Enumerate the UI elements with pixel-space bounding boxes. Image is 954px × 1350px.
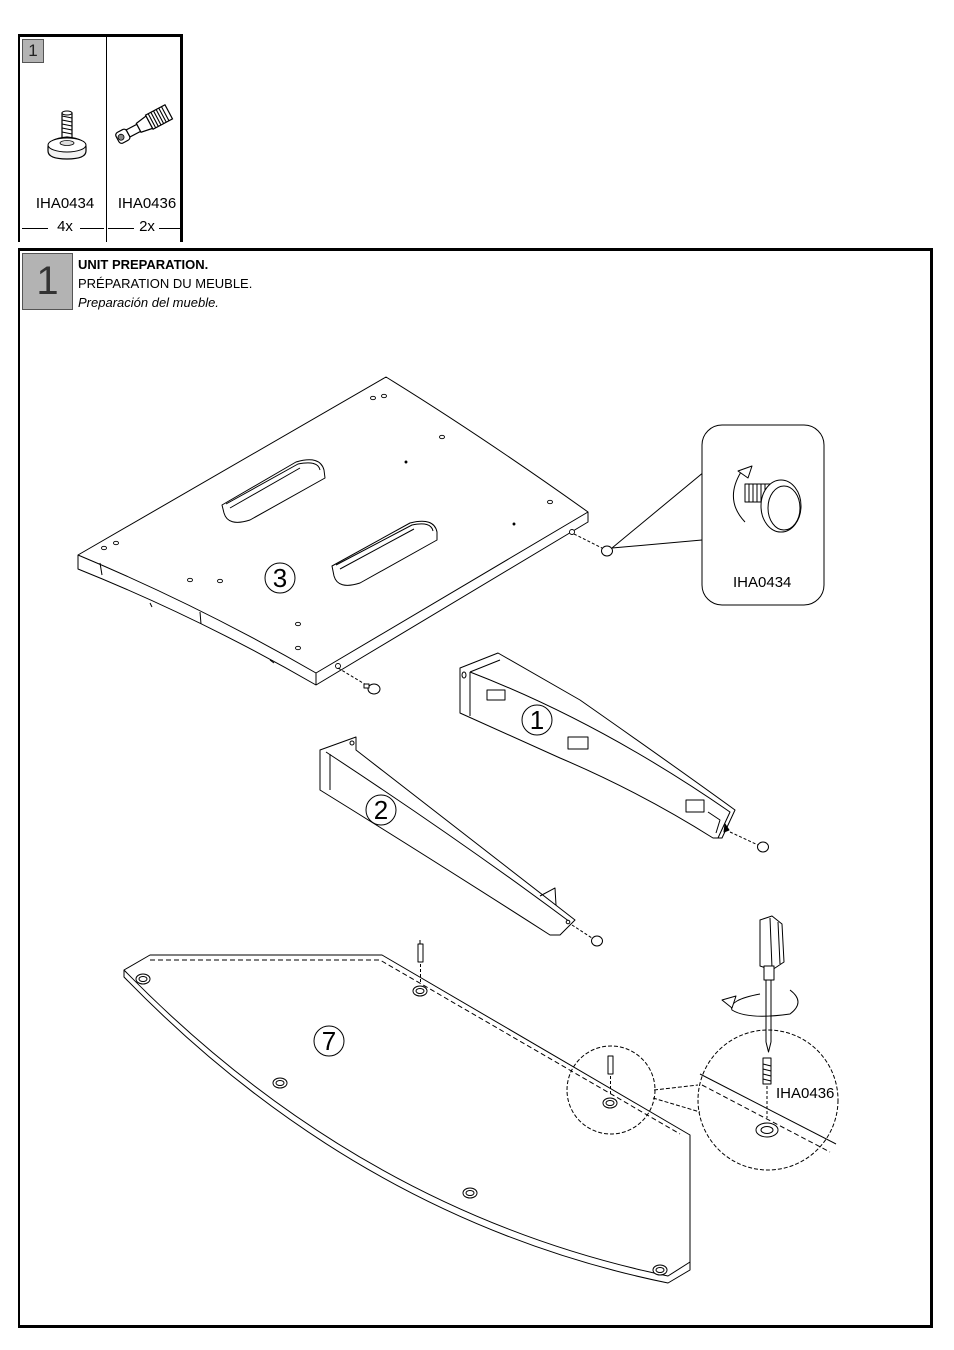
leveler-callout: [612, 425, 824, 605]
cam-bolt-callout-code: IHA0436: [776, 1085, 834, 1102]
panel-7: [124, 940, 690, 1283]
part-1-label: 1: [530, 705, 544, 735]
part-3-label: 3: [273, 563, 287, 593]
part-1-rail: [460, 653, 769, 852]
panel-3: [78, 377, 588, 685]
leveler-foot-front: [338, 668, 380, 694]
part-7-label: 7: [322, 1026, 336, 1056]
part-2-label: 2: [374, 795, 388, 825]
part-2-rail: [320, 737, 603, 946]
leveler-callout-code: IHA0434: [733, 574, 791, 591]
leveler-foot-rear: [574, 534, 613, 556]
